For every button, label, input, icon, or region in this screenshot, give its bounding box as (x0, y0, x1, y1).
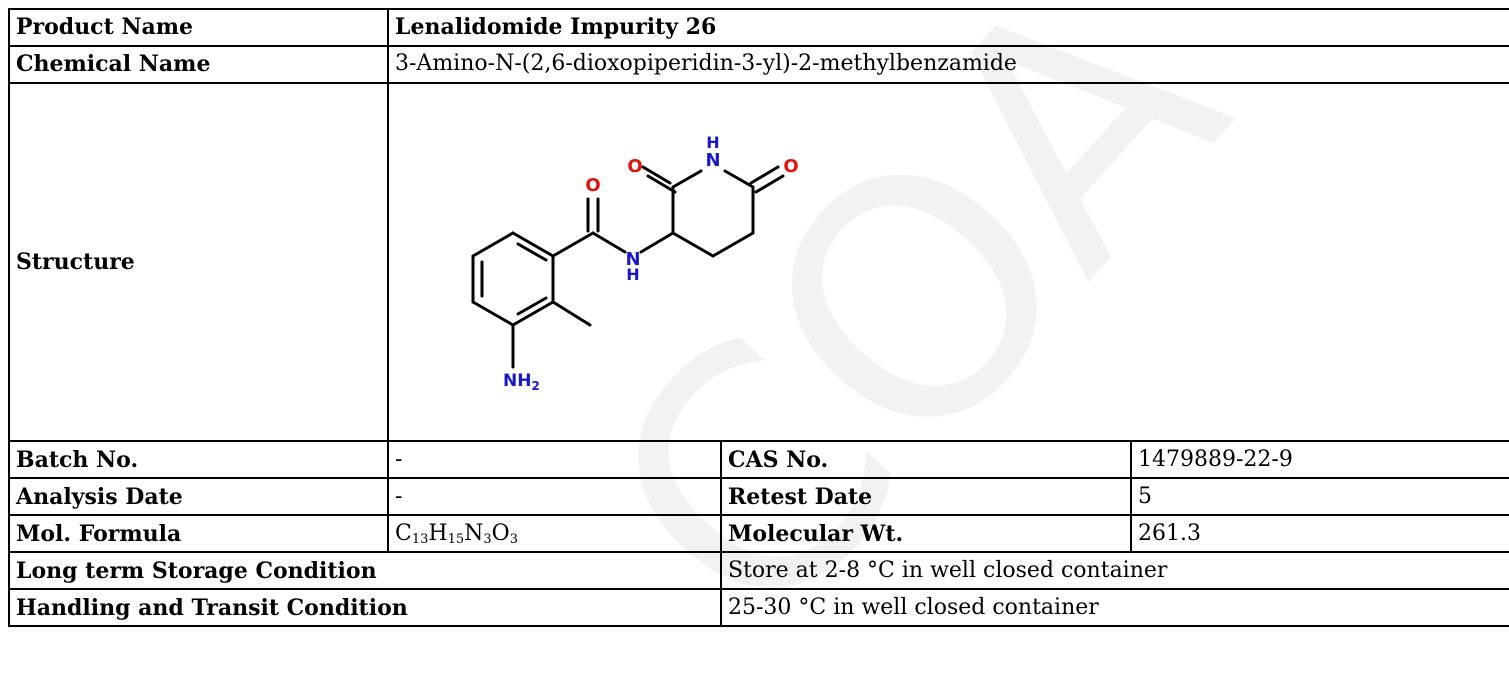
mol-weight-label: Molecular Wt. (720, 514, 1132, 554)
mol-formula-label: Mol. Formula (8, 514, 389, 554)
formula-n-count: 3 (483, 531, 492, 547)
nitrogen-atom-amide: N (625, 249, 640, 270)
product-name-value: Lenalidomide Impurity 26 (386, 8, 1509, 47)
row-product-name: Product Name Lenalidomide Impurity 26 (8, 8, 1509, 47)
structure-image-cell: O H N O H N O NH2 (386, 81, 1509, 443)
cas-value: 1479889-22-9 (1129, 440, 1509, 480)
oxygen-atom-right: O (783, 156, 798, 177)
row-batch-cas: Batch No. - CAS No. 1479889-22-9 (8, 440, 1509, 480)
handling-value: 25-30 °C in well closed container (719, 588, 1509, 628)
mol-formula-value: C13H15N3O3 (387, 514, 722, 554)
formula-o-count: 3 (509, 531, 518, 547)
nitrogen-atom-ring: N (705, 150, 720, 171)
row-structure: Structure (8, 81, 1509, 443)
oxygen-atom-left: O (627, 156, 642, 177)
chemical-name-value: 3-Amino-N-(2,6-dioxopiperidin-3-yl)-2-me… (386, 45, 1509, 84)
formula-o: O (491, 520, 510, 546)
chemical-name-label: Chemical Name (8, 45, 389, 84)
analysis-date-label: Analysis Date (8, 477, 389, 517)
chemical-structure-drawing: O H N O H N O NH2 (471, 133, 799, 393)
mol-weight-value: 261.3 (1129, 514, 1509, 554)
batch-value: - (387, 440, 722, 480)
row-storage: Long term Storage Condition Store at 2-8… (8, 551, 1509, 591)
row-formula-weight: Mol. Formula C13H15N3O3 Molecular Wt. 26… (8, 514, 1509, 554)
formula-c-count: 13 (411, 531, 429, 547)
oxygen-atom-carbonyl: O (585, 175, 600, 196)
batch-label: Batch No. (8, 440, 389, 480)
coa-table: Product Name Lenalidomide Impurity 26 Ch… (8, 8, 1509, 628)
formula-h: H (428, 520, 448, 546)
storage-value: Store at 2-8 °C in well closed container (719, 551, 1509, 591)
structure-label: Structure (8, 81, 389, 443)
formula-c: C (395, 520, 412, 546)
row-chemical-name: Chemical Name 3-Amino-N-(2,6-dioxopiperi… (8, 45, 1509, 84)
handling-label: Handling and Transit Condition (8, 588, 722, 628)
cas-label: CAS No. (720, 440, 1132, 480)
product-name-label: Product Name (8, 8, 389, 47)
hydrogen-atom-amide: H (626, 265, 639, 284)
retest-date-value: 5 (1129, 477, 1509, 517)
amine-group: NH2 (503, 371, 540, 393)
formula-h-count: 15 (447, 531, 465, 547)
formula-n: N (464, 520, 484, 546)
amine-label: NH (503, 371, 531, 391)
row-dates: Analysis Date - Retest Date 5 (8, 477, 1509, 517)
row-handling: Handling and Transit Condition 25-30 °C … (8, 588, 1509, 628)
analysis-date-value: - (387, 477, 722, 517)
retest-date-label: Retest Date (720, 477, 1132, 517)
amine-subscript: 2 (531, 379, 539, 393)
hydrogen-atom-ring: H (706, 133, 719, 152)
storage-label: Long term Storage Condition (8, 551, 722, 591)
